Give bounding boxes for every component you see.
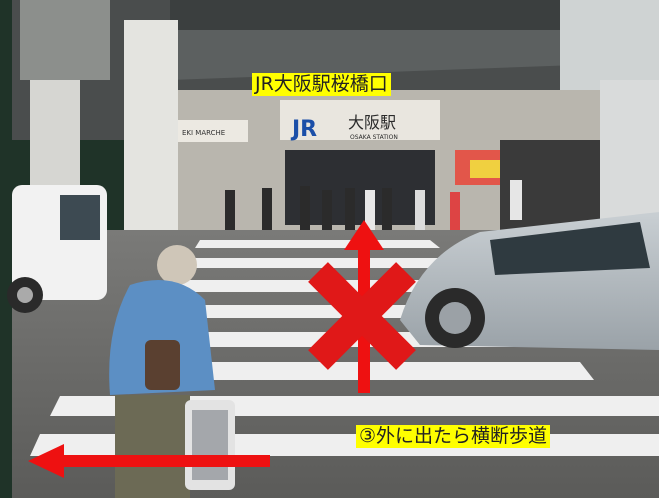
station-sign-en: OSAKA STATION — [350, 134, 398, 141]
red-left-arrow-icon — [28, 444, 270, 478]
silver-car — [400, 212, 659, 350]
pedestrian-foreground — [109, 245, 235, 498]
pillar-right — [600, 80, 659, 230]
station-sign: 大阪駅 — [348, 113, 396, 132]
white-van — [7, 185, 107, 313]
red-x-icon — [308, 262, 416, 370]
jr-logo: JR — [290, 117, 317, 142]
shop-sign: EKI MARCHE — [182, 129, 225, 137]
pedestrians — [225, 180, 522, 230]
overhead-structure — [12, 0, 659, 140]
instruction-label: ③外に出たら横断歩道 — [356, 425, 551, 448]
station-entrance-label: JR大阪駅桜橋口 — [252, 73, 391, 96]
pillar-center — [124, 20, 178, 260]
